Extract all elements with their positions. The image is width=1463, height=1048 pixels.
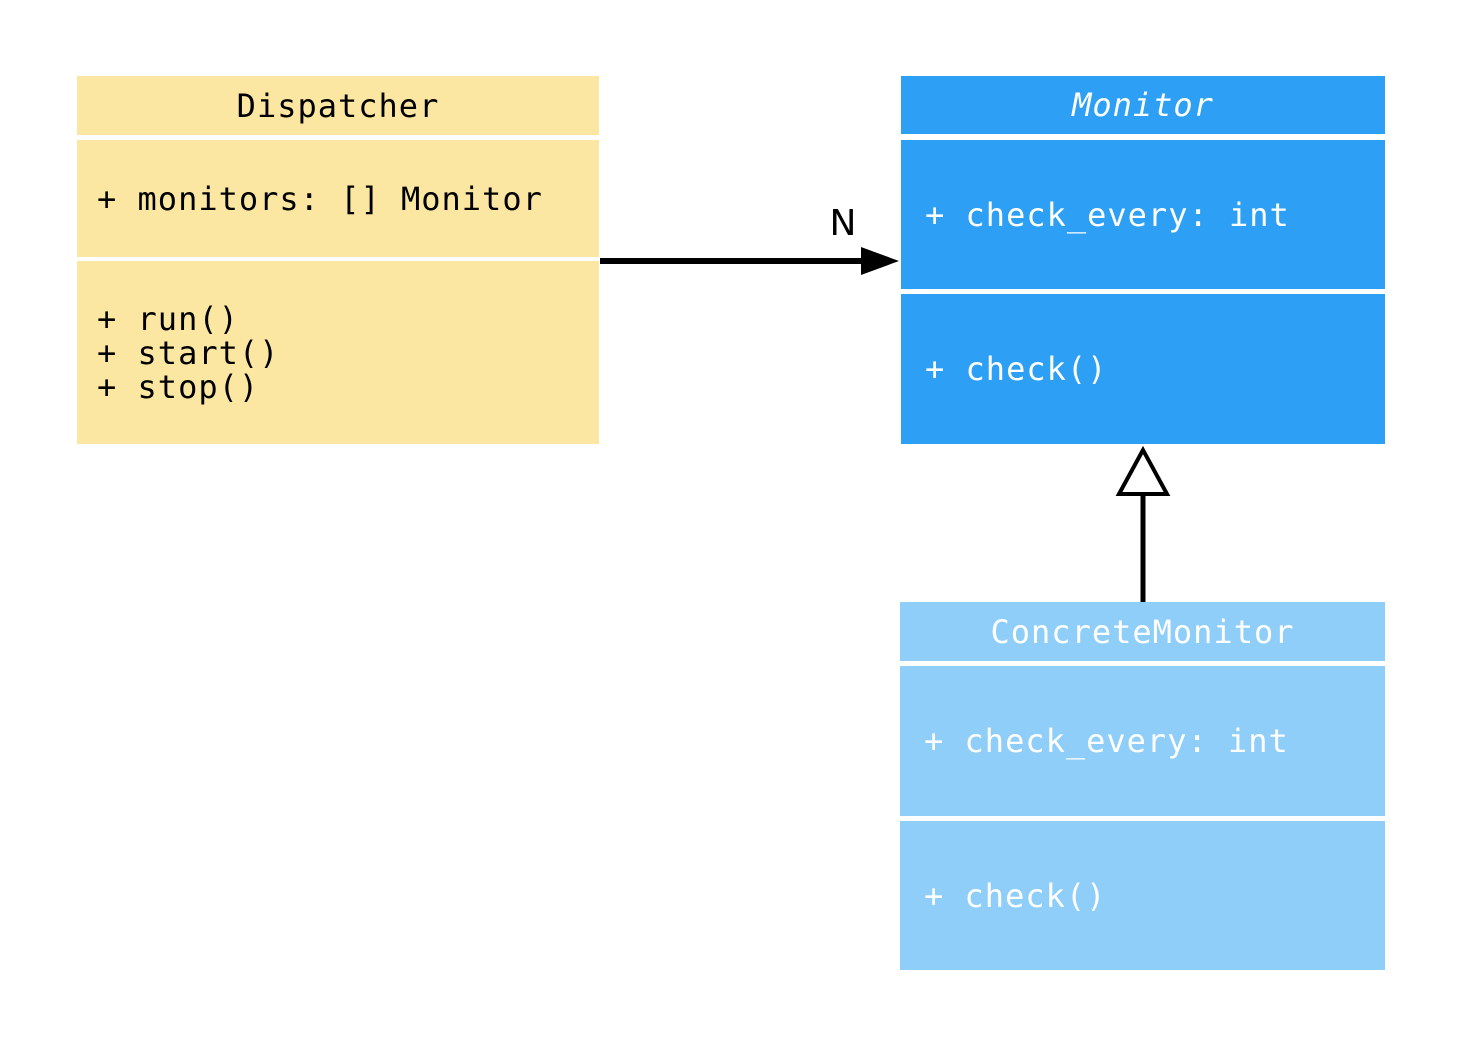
class-name-dispatcher: Dispatcher [236, 86, 440, 125]
inheritance-edge-concretemonitor-monitor [1115, 445, 1171, 602]
class-name-monitor: Monitor [1072, 86, 1214, 124]
class-title-bar: Dispatcher [77, 76, 599, 135]
attribute-check-every: + check_every: int [925, 195, 1290, 234]
class-box-concretemonitor: ConcreteMonitor + check_every: int + che… [900, 602, 1385, 970]
association-arrowhead-icon [861, 247, 899, 275]
methods-section: + run() + start() + stop() [77, 261, 599, 444]
attributes-section: + check_every: int [901, 140, 1385, 289]
association-edge-dispatcher-monitor [600, 247, 899, 275]
multiplicity-label: N [829, 203, 857, 244]
methods-section: + check() [900, 821, 1385, 970]
class-name-concretemonitor: ConcreteMonitor [990, 612, 1295, 651]
class-box-dispatcher: Dispatcher + monitors: [] Monitor + run(… [77, 76, 599, 445]
method-start: + start() [97, 333, 280, 372]
attributes-section: + check_every: int [900, 666, 1385, 816]
attribute-monitors: + monitors: [] Monitor [97, 179, 543, 218]
method-stop: + stop() [97, 367, 260, 406]
class-box-monitor: Monitor + check_every: int + check() [901, 76, 1385, 444]
attribute-check-every: + check_every: int [924, 722, 1289, 760]
method-check: + check() [925, 350, 1108, 388]
method-run: + run() [97, 299, 239, 338]
method-check: + check() [924, 876, 1107, 915]
class-title-bar: ConcreteMonitor [900, 602, 1385, 661]
attributes-section: + monitors: [] Monitor [77, 140, 599, 257]
inheritance-triangle-icon [1115, 445, 1171, 496]
class-title-bar: Monitor [901, 76, 1385, 134]
methods-section: + check() [901, 294, 1385, 444]
